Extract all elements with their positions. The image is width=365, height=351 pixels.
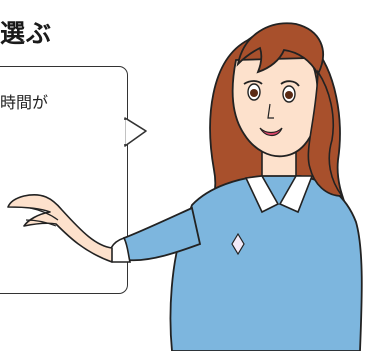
speech-bubble-text: 時間が: [0, 93, 49, 112]
eyes-icon: [243, 80, 300, 103]
hair-bangs-icon: [236, 22, 324, 76]
cuff-icon: [108, 237, 132, 263]
section-heading: 選ぶ: [0, 19, 53, 48]
hand-icon: [7, 194, 113, 263]
pendant-icon: [231, 232, 245, 256]
collar-icon: [244, 175, 280, 214]
speech-bubble-tail-icon: [124, 117, 147, 147]
hair-side-icon: [307, 69, 344, 197]
nose-icon: [267, 103, 274, 119]
mouth-icon: [259, 127, 283, 137]
